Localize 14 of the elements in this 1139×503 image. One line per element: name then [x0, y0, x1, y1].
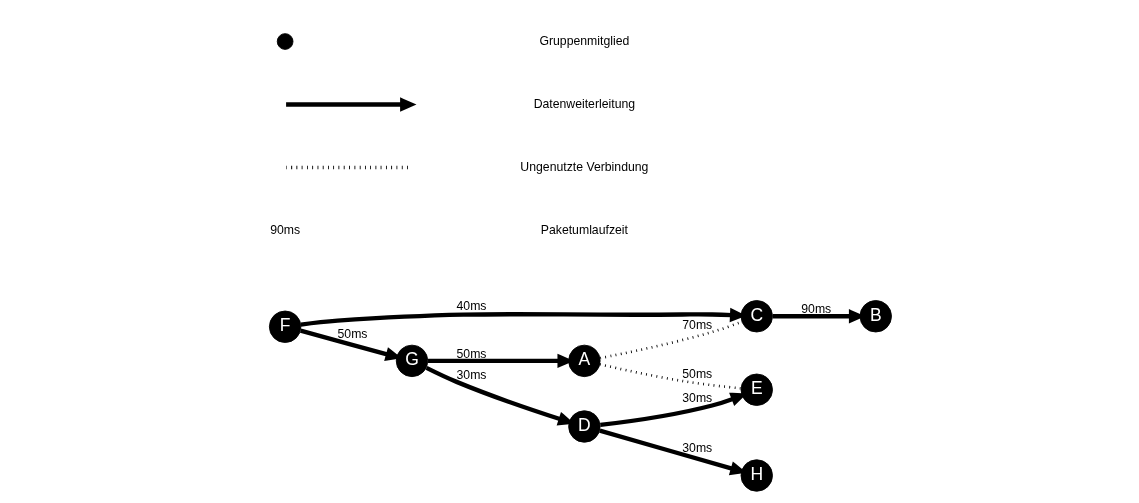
legend-label: Datenweiterleitung	[533, 96, 636, 111]
legend-label: Gruppenmitglied	[539, 33, 630, 48]
edge-label: 50ms	[337, 327, 368, 342]
edge-label: 30ms	[682, 441, 713, 456]
edge-label: 40ms	[456, 299, 487, 314]
edge-label: 50ms	[682, 366, 713, 381]
edge-label: 30ms	[682, 391, 713, 406]
legend-label: Ungenutzte Verbindung	[520, 159, 649, 174]
label: 90ms	[270, 222, 301, 237]
edge-label: 70ms	[682, 317, 713, 332]
edge-label: 90ms	[801, 301, 832, 316]
edge-label: 30ms	[456, 367, 487, 382]
edge-label: 50ms	[456, 346, 487, 361]
legend-label: Paketumlaufzeit	[540, 222, 628, 237]
